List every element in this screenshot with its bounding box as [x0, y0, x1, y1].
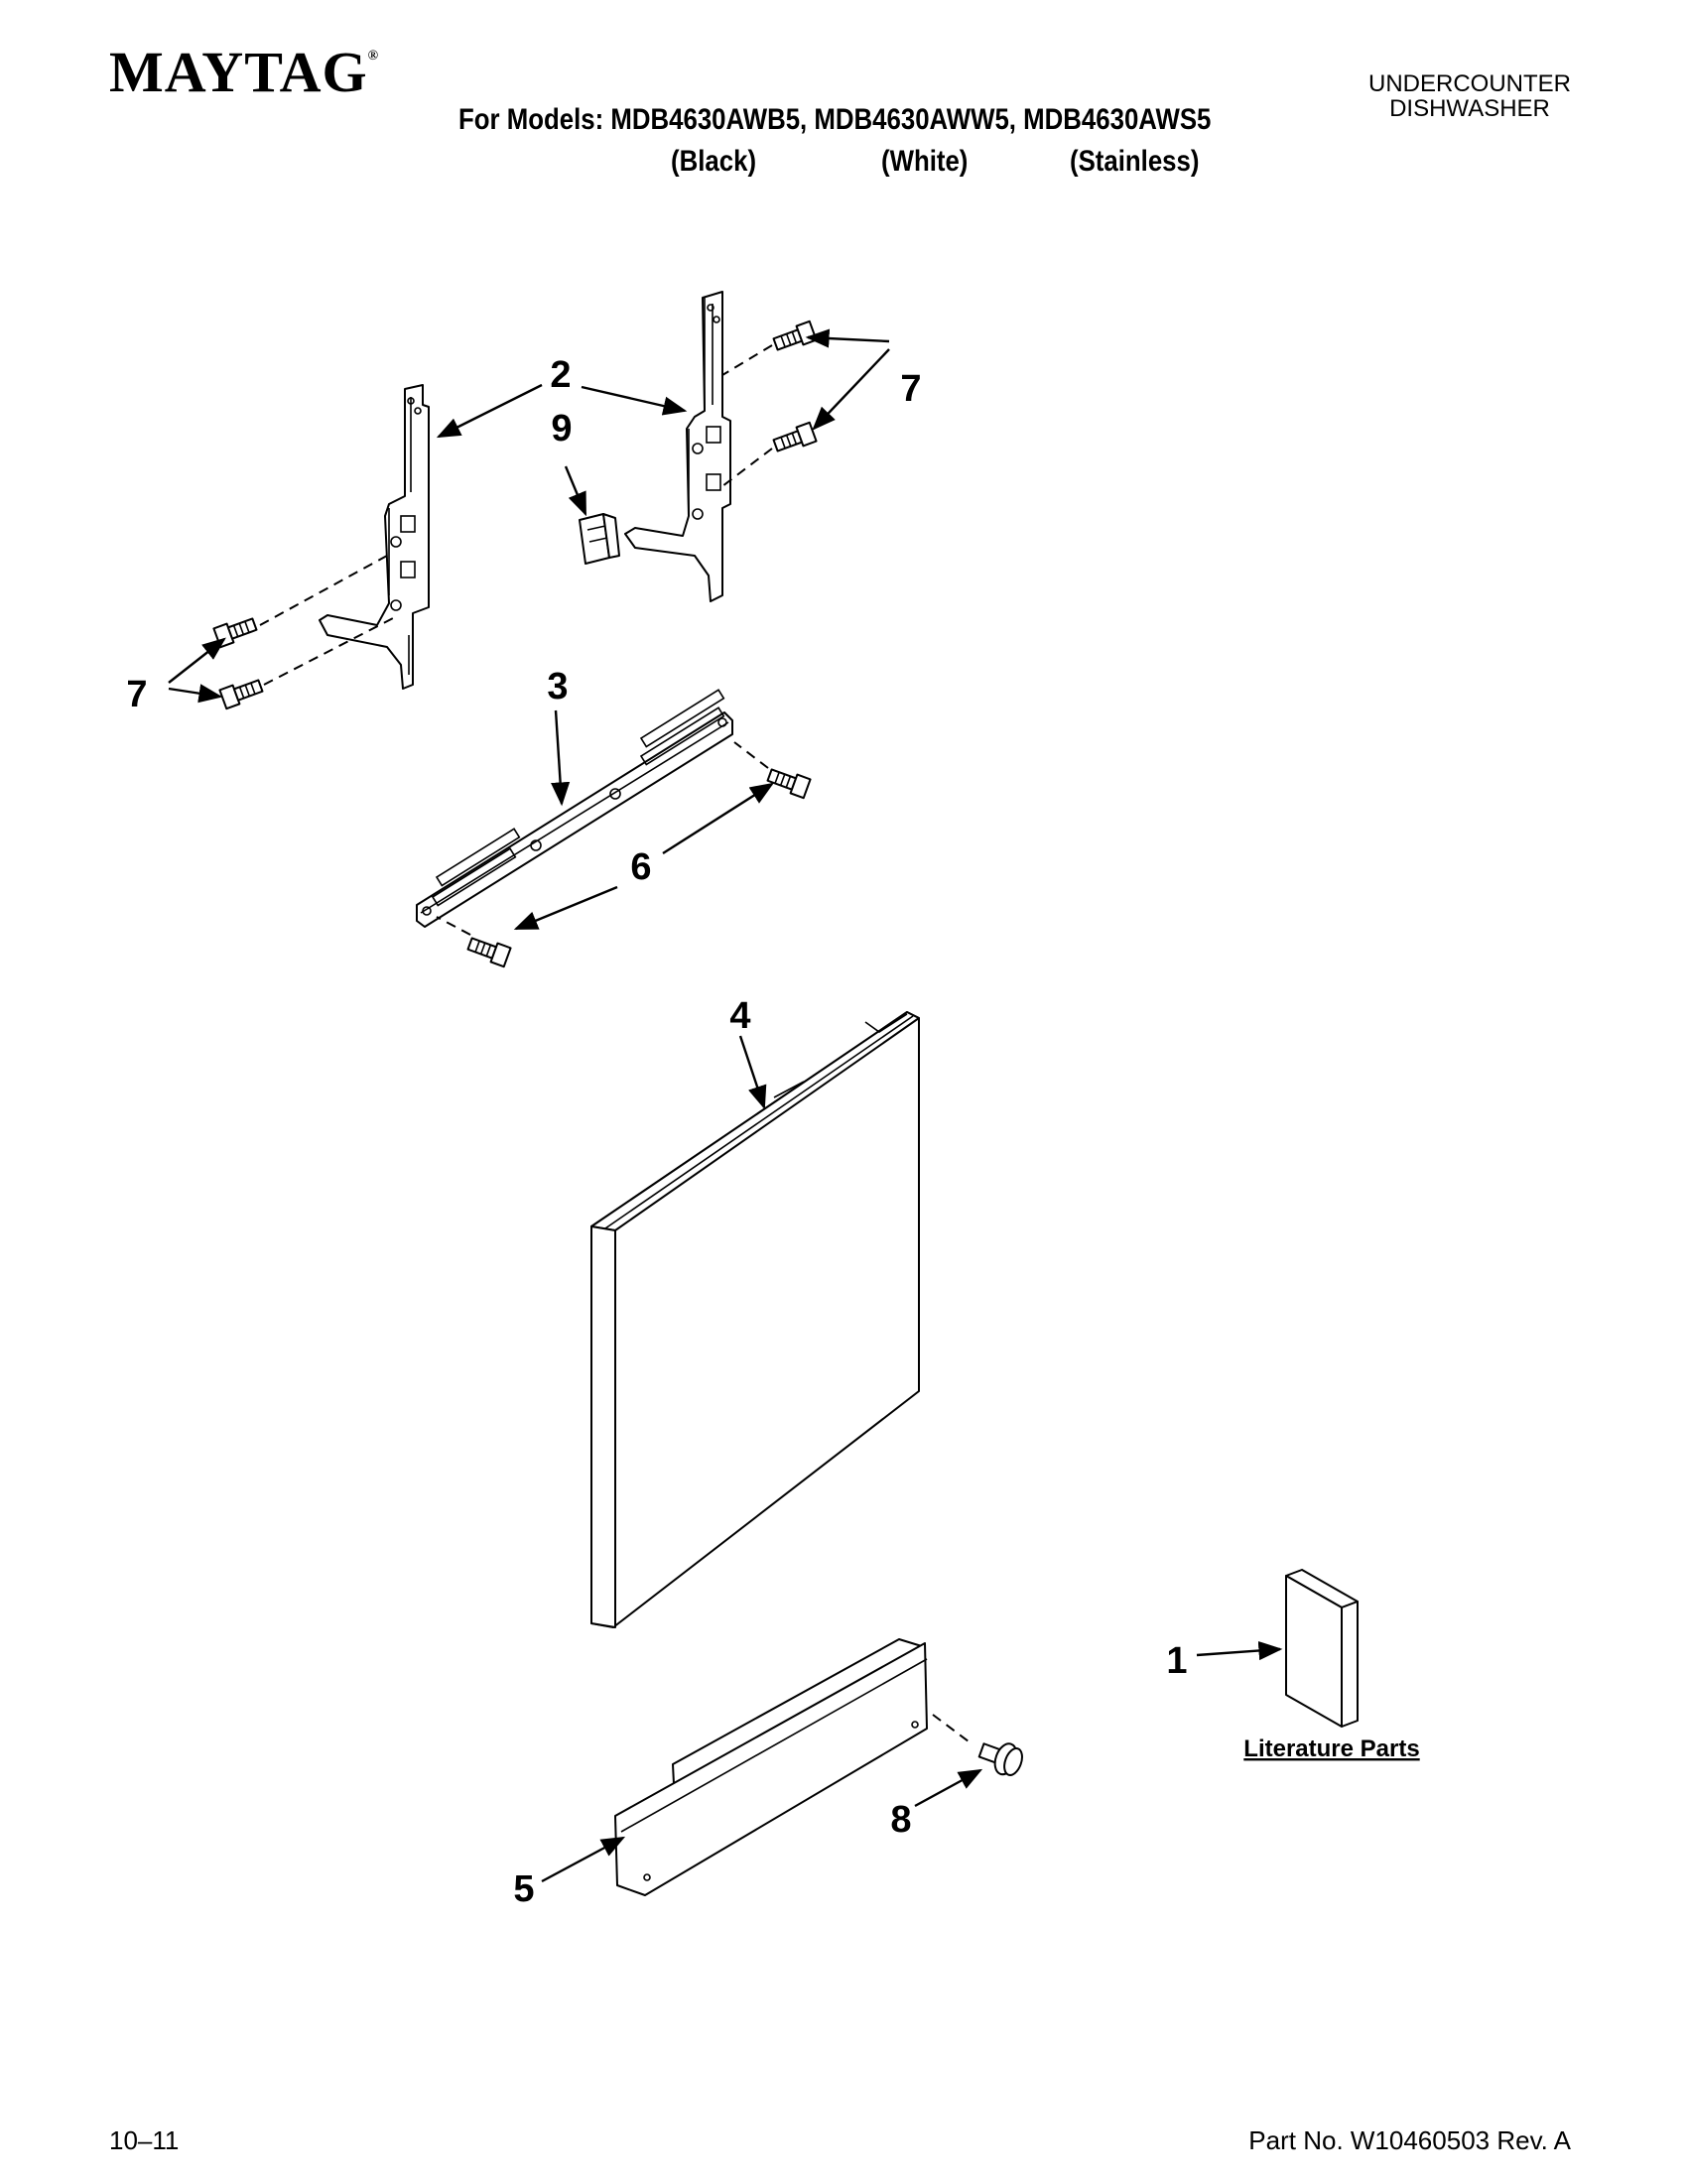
callout-2: 2 — [550, 354, 571, 396]
brand-name: MAYTAG — [109, 40, 368, 104]
models-line: For Models: MDB4630AWB5, MDB4630AWW5, MD… — [458, 103, 1212, 136]
footer-date-code: 10–11 — [109, 2125, 180, 2155]
toe-kick-panel — [614, 1638, 928, 1896]
callout-4: 4 — [729, 995, 750, 1037]
spacer-block — [579, 513, 620, 565]
door-support-rail — [416, 689, 733, 928]
callout-leaders — [168, 328, 1283, 1883]
left-hinge-bracket — [319, 384, 430, 690]
callout-5: 5 — [513, 1868, 534, 1910]
registered-mark: ® — [367, 49, 380, 64]
callout-9: 9 — [551, 408, 572, 450]
callout-7-left: 7 — [126, 674, 147, 715]
brand-logo: MAYTAG® — [109, 44, 379, 101]
callout-3: 3 — [547, 666, 568, 707]
literature-booklet — [1285, 1569, 1359, 1728]
callout-7-right: 7 — [900, 368, 921, 410]
variant-black: (Black) — [671, 145, 757, 178]
callout-6: 6 — [630, 846, 651, 888]
product-type-line-2: DISHWASHER — [1389, 95, 1550, 122]
variant-stainless: (Stainless) — [1070, 145, 1200, 178]
callout-8: 8 — [890, 1799, 911, 1841]
literature-parts-label: Literature Parts — [1243, 1735, 1419, 1762]
rail-screws — [436, 741, 812, 968]
callout-1: 1 — [1166, 1640, 1187, 1682]
right-hinge-bracket — [624, 291, 731, 602]
variant-white: (White) — [881, 145, 969, 178]
left-bracket-screws — [212, 555, 396, 710]
right-bracket-screws — [721, 320, 818, 487]
toe-kick-screw — [932, 1714, 1023, 1776]
footer-part-number: Part No. W10460503 Rev. A — [1248, 2125, 1571, 2155]
door-panel — [590, 1011, 920, 1628]
product-type-line-1: UNDERCOUNTER — [1368, 70, 1571, 97]
product-type: UNDERCOUNTER DISHWASHER — [1368, 71, 1571, 121]
